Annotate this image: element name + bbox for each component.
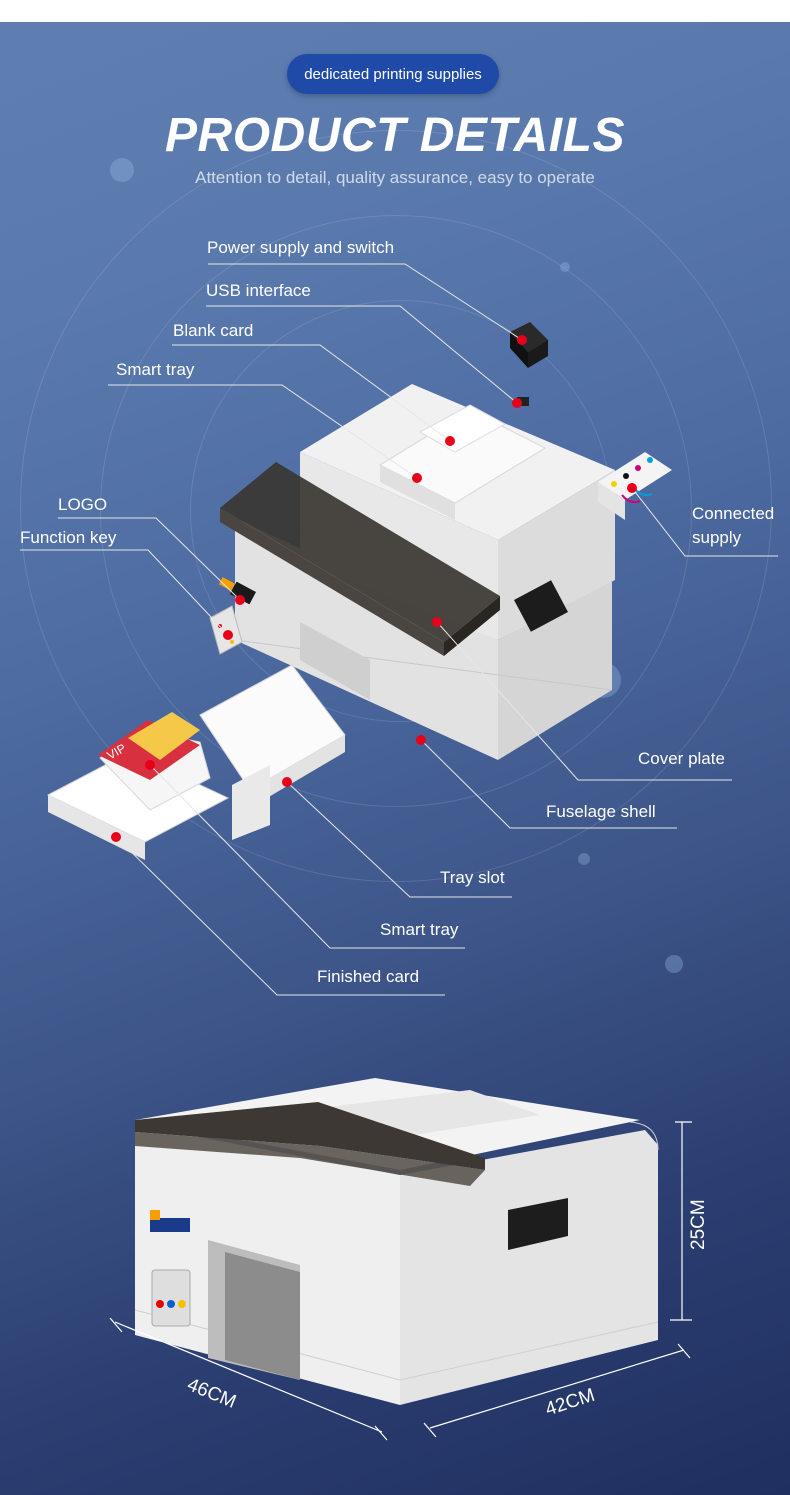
label-cover-plate: Cover plate bbox=[638, 749, 725, 768]
control-panel bbox=[151, 1269, 191, 1327]
label-smart-tray-top: Smart tray bbox=[116, 360, 195, 379]
marker-cover bbox=[432, 617, 442, 627]
finished-card-yellow bbox=[128, 712, 200, 760]
power-switch-module bbox=[510, 322, 548, 368]
label-fuselage-shell: Fuselage shell bbox=[546, 802, 656, 821]
marker-smart-tray-bottom bbox=[145, 760, 155, 770]
output-tray: VIP bbox=[46, 664, 346, 860]
marker-smart-tray-top bbox=[412, 473, 422, 483]
label-function-key: Function key bbox=[20, 528, 117, 547]
bg-ring-outer bbox=[20, 130, 772, 882]
callout-markers bbox=[111, 335, 637, 842]
bg-ring-middle bbox=[100, 215, 692, 807]
bg-bubble bbox=[578, 853, 590, 865]
dimension-height: 25CM bbox=[688, 1199, 709, 1250]
smoked-cover bbox=[220, 462, 500, 656]
label-connected: Connected bbox=[692, 504, 775, 523]
marker-function-key bbox=[223, 630, 233, 640]
marker-tray-slot bbox=[282, 777, 292, 787]
blank-card bbox=[418, 404, 507, 453]
ink-supply-box bbox=[598, 452, 672, 520]
marker-logo bbox=[235, 595, 245, 605]
marker-usb bbox=[512, 398, 522, 408]
dimension-lines bbox=[109, 1121, 692, 1441]
marker-supply bbox=[627, 483, 637, 493]
label-finished-card: Finished card bbox=[317, 967, 420, 986]
bg-bubble bbox=[560, 262, 570, 272]
label-blank-card: Blank card bbox=[173, 321, 254, 340]
marker-finished-card bbox=[111, 832, 121, 842]
assembled-printer-dimensions bbox=[109, 1078, 692, 1441]
logo-chip bbox=[218, 577, 236, 591]
bg-bubble bbox=[665, 955, 683, 973]
marker-power bbox=[517, 335, 527, 345]
page-subtitle: Attention to detail, quality assurance, … bbox=[195, 168, 595, 187]
side-window bbox=[508, 1198, 568, 1250]
usb-connector bbox=[517, 397, 529, 406]
label-logo: LOGO bbox=[58, 495, 108, 514]
page-title: PRODUCT DETAILS bbox=[165, 109, 625, 162]
label-supply: supply bbox=[692, 528, 742, 547]
marker-blank-card bbox=[445, 436, 455, 446]
label-usb-interface: USB interface bbox=[206, 281, 311, 300]
leader-lines bbox=[20, 263, 778, 996]
supplies-badge: dedicated printing supplies bbox=[287, 54, 499, 94]
label-tray-slot: Tray slot bbox=[440, 868, 505, 887]
label-smart-tray-bottom: Smart tray bbox=[380, 920, 459, 939]
brand-logo bbox=[150, 1218, 190, 1232]
bg-bubble bbox=[110, 158, 134, 182]
marker-shell bbox=[416, 735, 426, 745]
assembled-printer bbox=[134, 1078, 659, 1405]
label-power-supply: Power supply and switch bbox=[207, 238, 395, 257]
exploded-printer-diagram: VIP bbox=[20, 263, 778, 996]
